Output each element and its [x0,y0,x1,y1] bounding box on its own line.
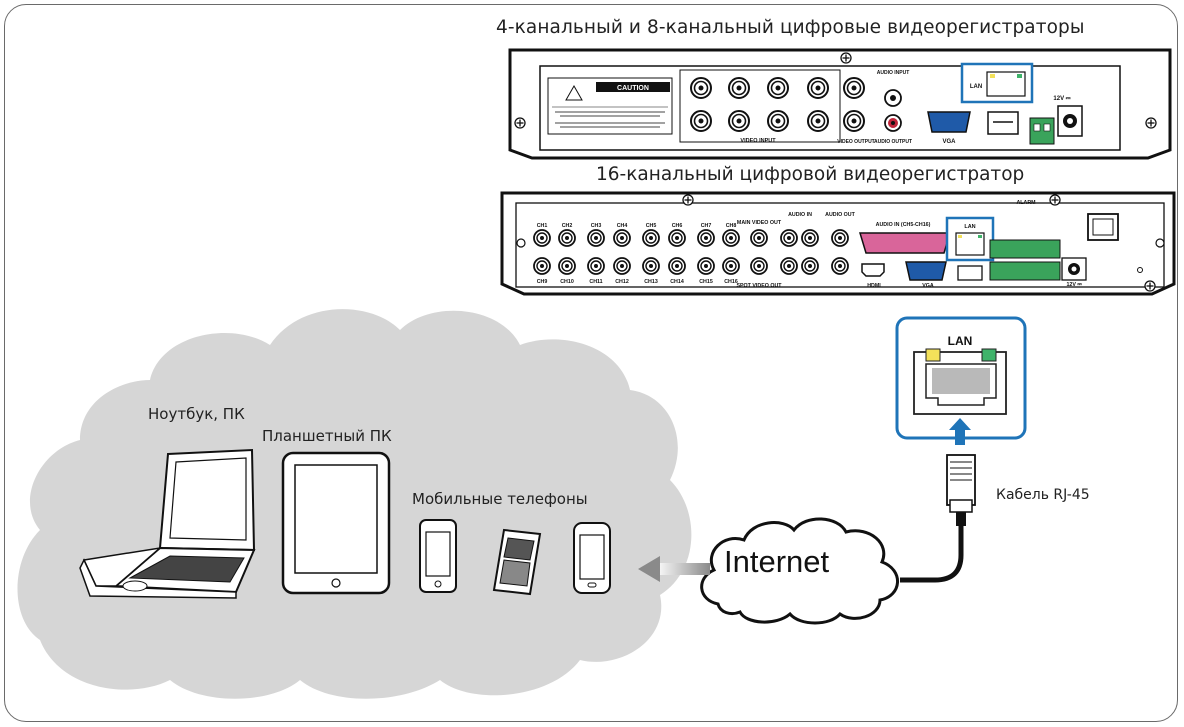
ch1-label: CH1 [537,223,548,229]
internet-cloud [700,517,899,625]
ch6-label: CH6 [672,223,683,229]
ch7-label: CH7 [701,223,712,229]
title-4-8-channel-dvr: 4-канальный и 8-канальный цифровые видео… [496,17,1085,38]
power-label-large: 12V ⎓ [1066,282,1082,288]
tablet-label: Планшетный ПК [262,427,392,445]
internet-label: Internet [724,544,830,579]
ch11-label: CH11 [589,279,602,285]
lan-label-small: LAN [970,84,982,90]
phones-label: Мобильные телефоны [412,490,588,508]
ch15-label: CH15 [699,279,713,285]
audio-in-label: AUDIO IN [788,212,812,218]
vga-label-large: VGA [922,283,934,289]
ch9-label: CH9 [537,279,548,285]
alarm-label: ALARM [1016,200,1036,206]
tablet-icon [281,451,391,595]
caution-label: CAUTION [617,85,649,92]
audio-out-label: AUDIO OUT [825,212,855,218]
ch10-label: CH10 [560,279,574,285]
audio-output-label: AUDIO OUTPUT [874,139,912,145]
audio-input-label: AUDIO INPUT [877,70,910,76]
vga-label-small: VGA [942,139,956,145]
cable-label: Кабель RJ-45 [996,487,1090,503]
lan-port-zoom: LAN [895,316,1027,445]
ch2-label: CH2 [562,223,573,229]
up-arrow-icon [949,418,971,445]
spot-video-out-label: SPOT VIDEO OUT [736,283,782,289]
ch8-label: CH8 [726,223,737,229]
power-label-small: 12V ⎓ [1053,96,1070,102]
main-video-out-label: MAIN VIDEO OUT [737,220,782,226]
video-input-label: VIDEO INPUT [740,138,776,144]
lan-port-label: LAN [948,334,973,348]
internet-to-devices-arrow [638,556,710,582]
ch12-label: CH12 [615,279,629,285]
smartphone-keyboard-icon [492,528,542,596]
dvr-4-8-channel: CAUTION VIDEO INPUT VIDEO OUTPUT AUDIO I… [508,48,1172,160]
ch4-label: CH4 [617,223,628,229]
touch-phone-icon [573,522,611,594]
lan-label-large: LAN [964,224,975,230]
laptop-icon [79,448,256,599]
title-16-channel-dvr: 16-канальный цифровой видеорегистратор [596,164,1025,185]
dvr-16-channel: CH1 CH2 CH3 CH4 CH5 CH6 CH7 CH8 CH9 CH10… [500,191,1176,296]
hdmi-label: HDMI [867,283,881,289]
ch3-label: CH3 [591,223,602,229]
audio-in-range-label: AUDIO IN (CH5-CH16) [876,222,931,228]
rj45-cable [900,454,976,583]
video-output-label: VIDEO OUTPUT [837,139,875,145]
iphone-icon [419,519,457,593]
ch14-label: CH14 [670,279,684,285]
ch5-label: CH5 [646,223,657,229]
ch13-label: CH13 [644,279,658,285]
ch16-label: CH16 [724,279,738,285]
laptop-label: Ноутбук, ПК [148,405,245,423]
